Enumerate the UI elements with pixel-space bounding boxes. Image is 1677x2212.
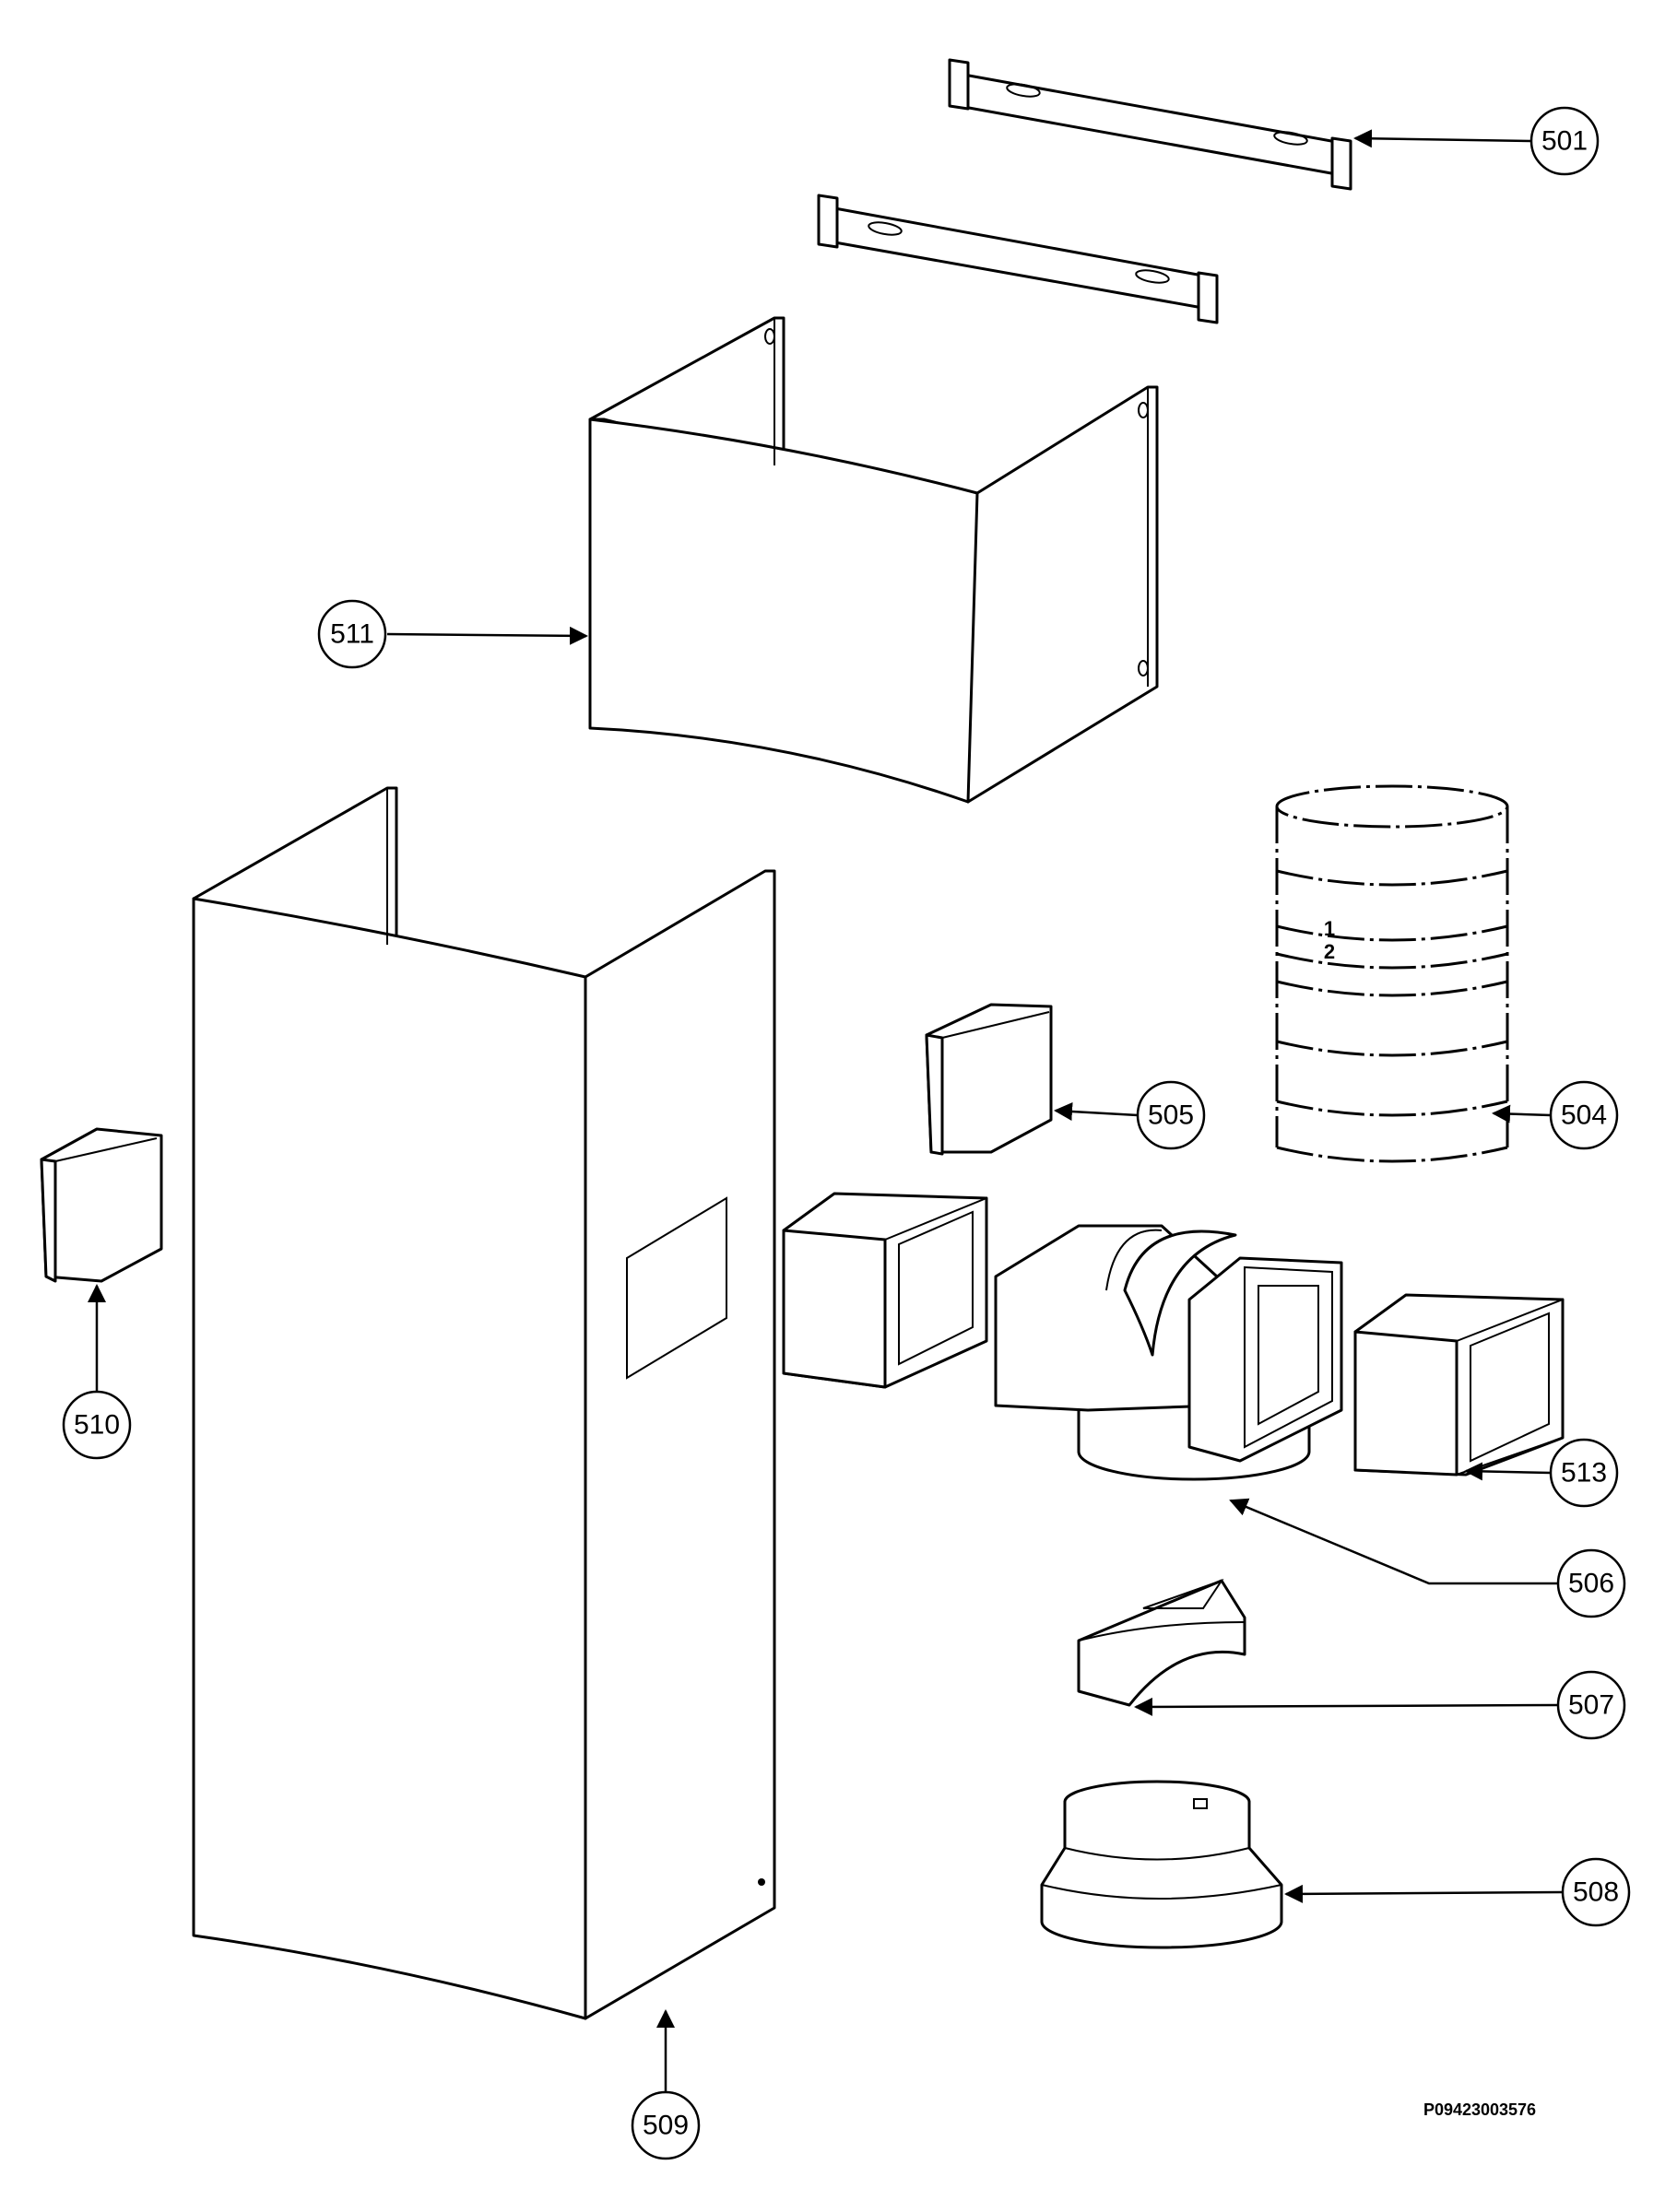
part-rect-duct-left [782,1192,988,1389]
part-504-telescopic-pipe: 1 2 [1275,784,1509,1163]
part-507-deflector [1077,1579,1246,1707]
callout-506: 506 [1556,1548,1626,1618]
leader-501 [1353,129,1531,148]
part-510-grille-panel [40,1127,163,1283]
pipe-mark-1: 1 [1324,917,1335,940]
part-501-lower-bracket [817,194,1219,324]
callout-501: 501 [1529,106,1600,176]
callout-505: 505 [1136,1080,1206,1150]
part-501-upper-bracket [948,58,1352,191]
part-505-connector-panel [925,1003,1053,1156]
leader-513 [1464,1462,1552,1481]
part-513-rect-duct-right [1353,1293,1565,1477]
part-511-upper-chimney [588,316,1159,804]
leader-506 [1229,1498,1558,1585]
pipe-mark-2: 2 [1324,940,1335,963]
leader-507 [1134,1697,1559,1716]
part-508-adapter-ring [1040,1780,1283,1949]
svg-text:505: 505 [1148,1100,1194,1131]
svg-text:504: 504 [1561,1100,1607,1131]
leader-504 [1492,1104,1552,1124]
callout-509: 509 [631,2090,701,2160]
callout-510: 510 [62,1390,132,1460]
leader-511 [386,626,588,645]
part-509-lower-chimney [192,786,776,2020]
leader-505 [1054,1102,1139,1121]
svg-text:510: 510 [74,1410,120,1441]
svg-text:509: 509 [643,2111,689,2141]
svg-text:501: 501 [1541,126,1588,157]
part-506-t-piece [994,1224,1343,1481]
leader-508 [1284,1884,1564,1903]
drawing-reference: P09423003576 [1423,2100,1536,2119]
svg-text:513: 513 [1561,1458,1607,1488]
svg-text:507: 507 [1568,1690,1614,1721]
svg-text:508: 508 [1573,1877,1619,1908]
callout-507: 507 [1556,1670,1626,1740]
svg-text:506: 506 [1568,1569,1614,1599]
callout-508: 508 [1561,1857,1631,1927]
callout-511: 511 [317,599,387,669]
svg-text:511: 511 [330,619,374,650]
callout-504: 504 [1549,1080,1619,1150]
callout-513: 513 [1549,1438,1619,1508]
